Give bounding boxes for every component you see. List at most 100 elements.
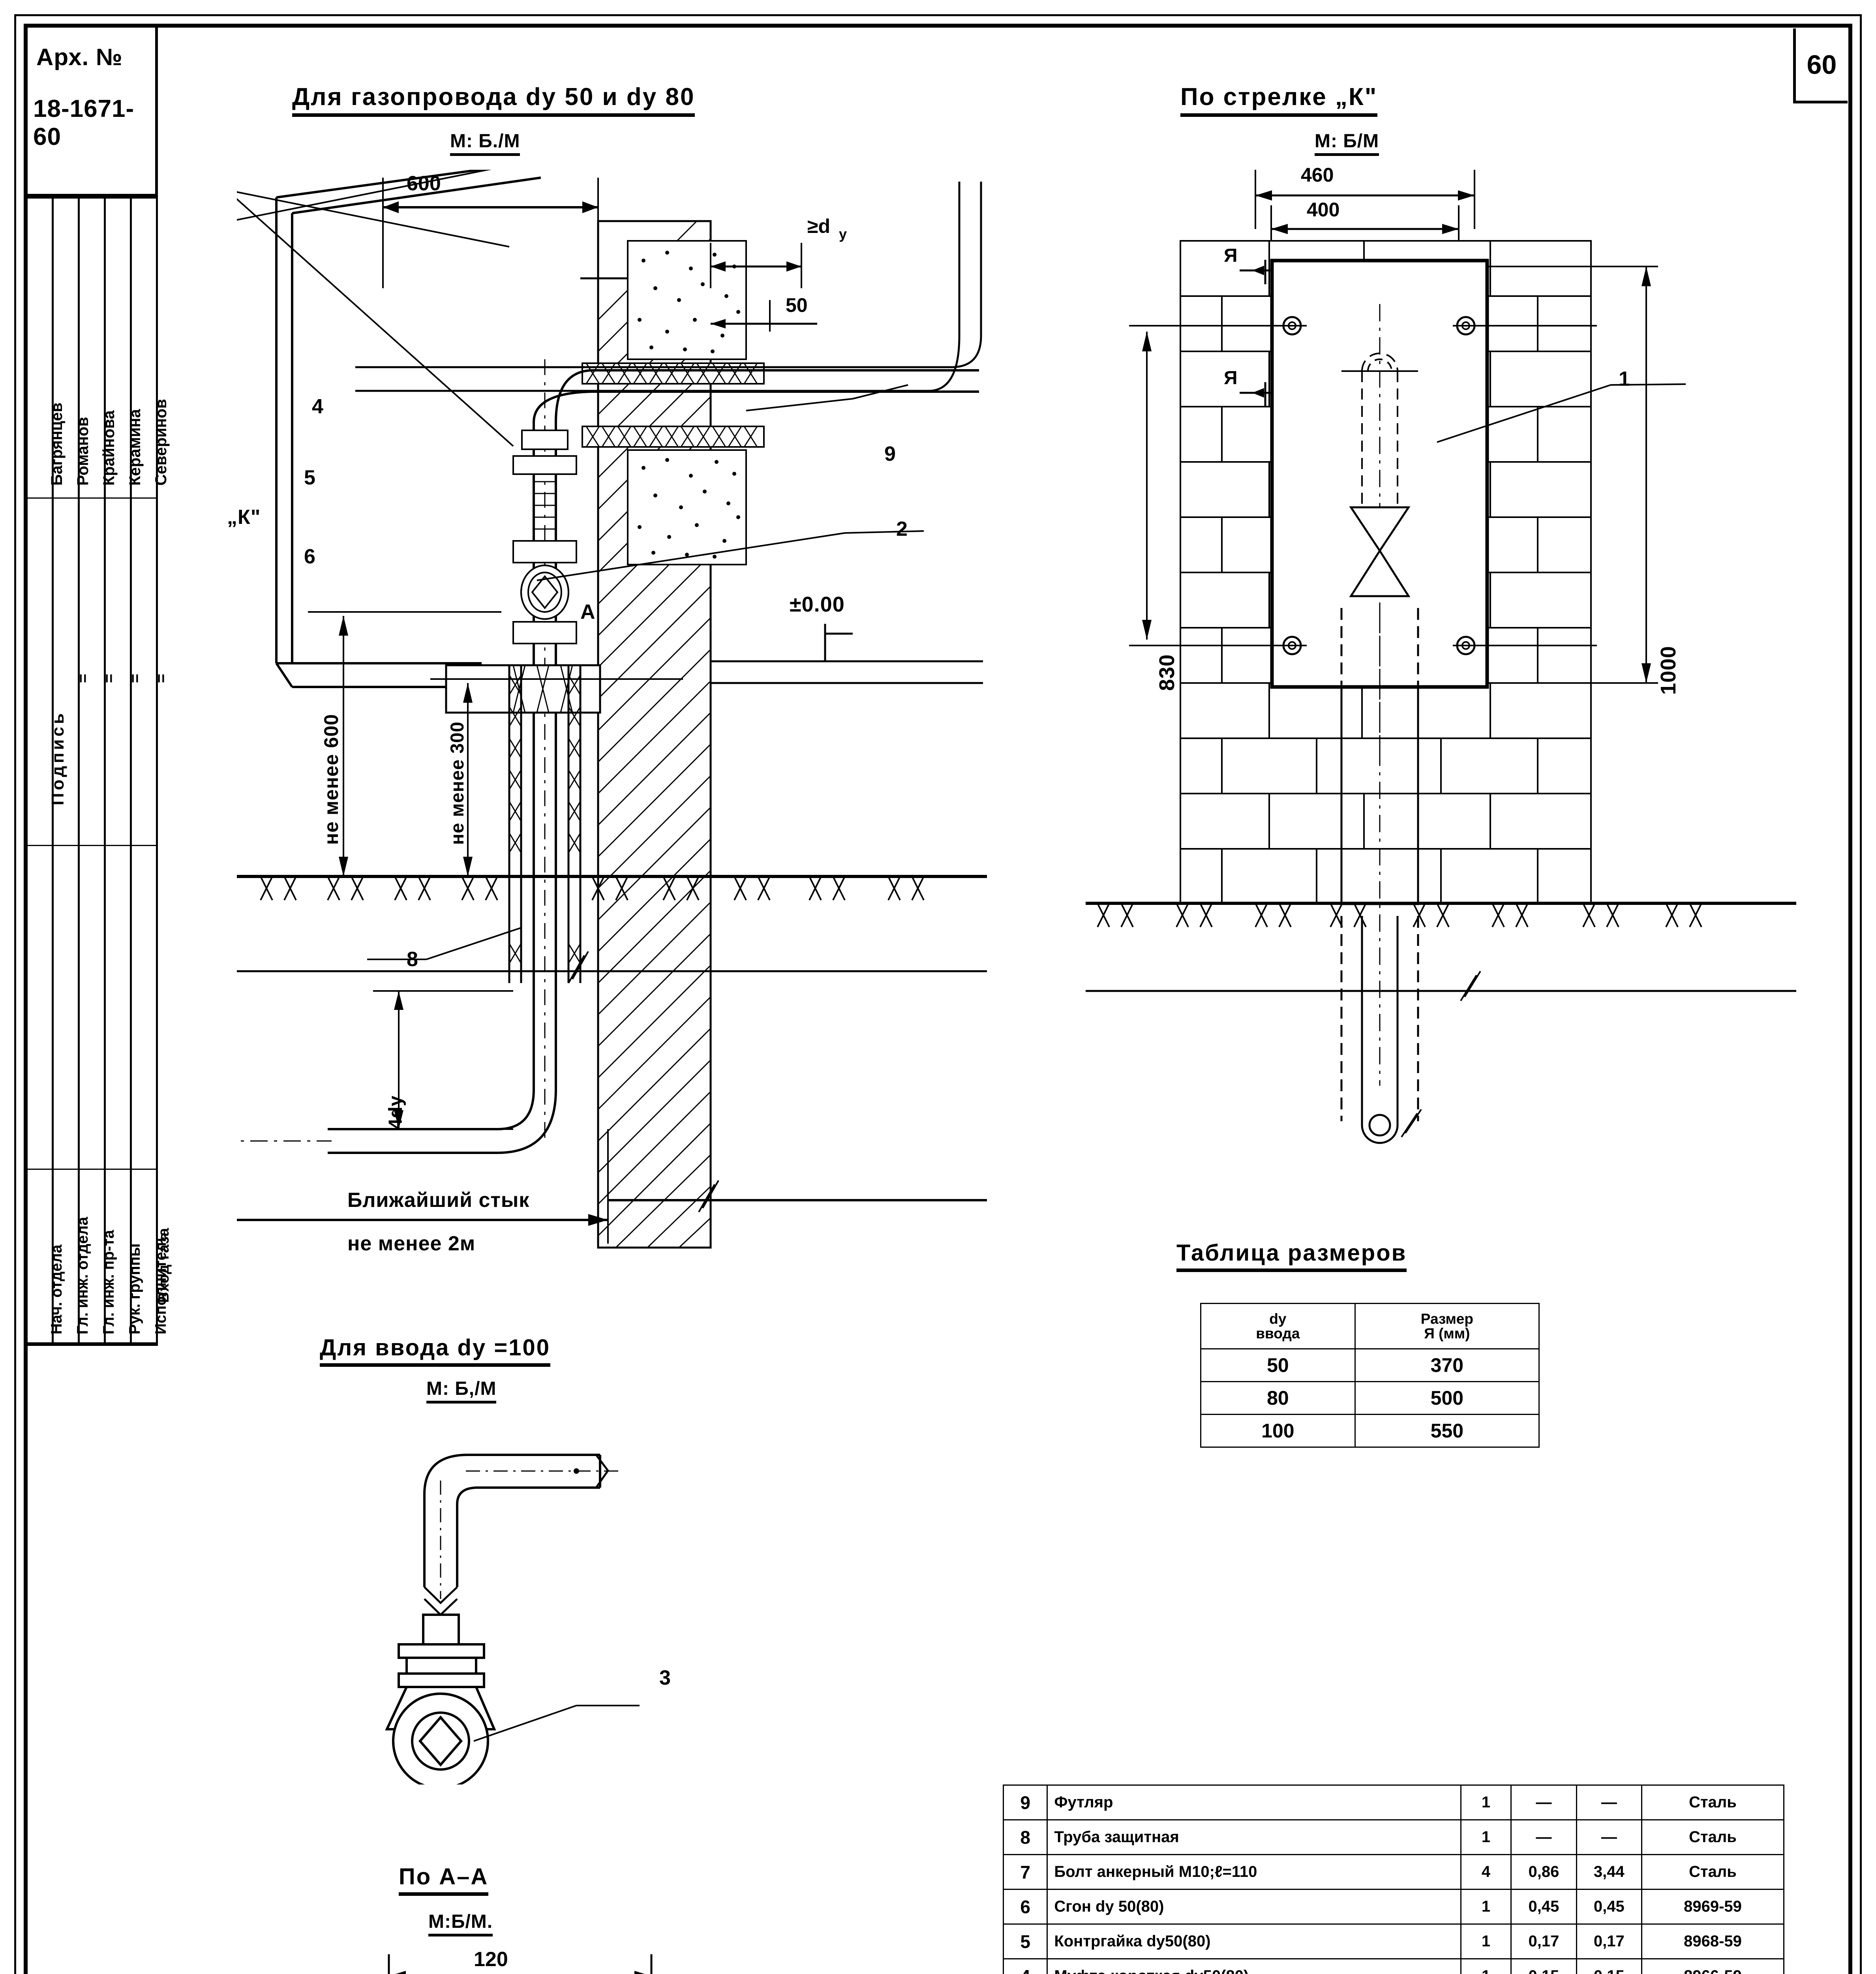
spec-num: 4 (1002, 1958, 1048, 1974)
ya-value: 500 (1354, 1381, 1540, 1415)
spec-ed: — (1510, 1784, 1577, 1820)
view1-title: Для газопровода dy 50 и dy 80 (292, 83, 695, 117)
dim-ne-menee-600: не менее 600 (320, 714, 342, 845)
spec-num: 5 (1002, 1923, 1048, 1959)
podpis-mark-1: = (74, 674, 92, 683)
ya-value: 550 (1354, 1414, 1540, 1448)
spec-gost: Сталь (1641, 1819, 1784, 1855)
table-row: 5 Контргайка dy50(80) 1 0,17 0,17 8968-5… (1002, 1923, 1784, 1959)
signer-name-3: Керамина (126, 409, 144, 486)
table-row: 50 370 (1200, 1348, 1540, 1382)
spec-ed: 0,15 (1510, 1958, 1577, 1974)
sheet-frame-outer (14, 14, 1862, 1974)
ya-value: 370 (1354, 1348, 1540, 1382)
dim-1000: 1000 (1657, 645, 1680, 695)
callout-9: 9 (884, 443, 896, 465)
signer-role-1: Гл. инж. отдела (74, 1217, 91, 1334)
view2-drawing: 460 400 (1086, 166, 1796, 1184)
spec-name: Болт анкерный М10;ℓ=110 (1047, 1854, 1461, 1890)
callout-6: 6 (304, 545, 316, 568)
table-row: 4 Муфта короткая dy50(80) 1 0,15 0,15 89… (1002, 1958, 1784, 1974)
sheet-number: 60 (1807, 49, 1837, 80)
spec-num: 6 (1002, 1889, 1048, 1925)
spec-ob: 0,15 (1576, 1958, 1643, 1974)
table-row: 8 Труба защитная 1 — — Сталь (1002, 1819, 1784, 1855)
callout-2: 2 (896, 518, 908, 540)
spec-ed: 0,86 (1510, 1854, 1577, 1890)
spec-num: 8 (1002, 1819, 1048, 1855)
nearest-joint-value: не менее 2м (347, 1232, 476, 1255)
spec-ed: — (1510, 1819, 1577, 1855)
view3-scale: М: Б,/М (426, 1378, 497, 1404)
spec-name: Футляр (1047, 1784, 1461, 1820)
spec-kol: 1 (1460, 1958, 1512, 1974)
table-row: 100 550 (1200, 1414, 1540, 1448)
signer-name-2: Крайнова (100, 410, 118, 486)
svg-text:≥d: ≥d (807, 215, 830, 237)
spec-num: 9 (1002, 1784, 1048, 1820)
dy-value: 100 (1200, 1414, 1356, 1448)
callout-4: 4 (312, 395, 324, 418)
arch-number: 18-1671-60 (33, 95, 135, 150)
podpis-label: Подпись (48, 711, 68, 805)
arch-number-box: Арх. № 18-1671-60 (28, 28, 158, 197)
col-razmer-ya-l1: Размер (1420, 1311, 1473, 1327)
sheet-frame-inner (24, 24, 1852, 1974)
signer-name-1: Романов (74, 417, 92, 486)
dim-ne-menee-300: не менее 300 (446, 721, 467, 845)
spec-gost: 8966-59 (1641, 1958, 1784, 1974)
spec-ed: 0,17 (1510, 1923, 1577, 1959)
view2-title: По стрелке „К" (1180, 83, 1378, 117)
spec-kol: 1 (1460, 1819, 1512, 1855)
col-razmer-ya: Размер Я (мм) (1354, 1303, 1540, 1349)
signer-name-4: Северинов (152, 399, 170, 486)
callout-3: 3 (659, 1666, 671, 1689)
podpis-mark-2: = (100, 674, 118, 683)
svg-text:460: 460 (1301, 166, 1334, 186)
spec-name: Сгон dy 50(80) (1047, 1889, 1461, 1925)
section-mark-ya-2: Я (1224, 368, 1238, 388)
spec-kol: 1 (1460, 1923, 1512, 1959)
spec-ob: 0,17 (1576, 1923, 1643, 1959)
signer-name-0: Багрянцев (48, 402, 66, 486)
svg-text:y: y (839, 226, 847, 242)
dy-value: 50 (1200, 1348, 1356, 1382)
col-dy-vvoda: dy ввода (1200, 1303, 1356, 1349)
table-row: 6 Сгон dy 50(80) 1 0,45 0,45 8969-59 (1002, 1889, 1784, 1925)
spec-name: Муфта короткая dy50(80) (1047, 1958, 1461, 1974)
table-row: 9 Футляр 1 — — Сталь (1002, 1784, 1784, 1820)
view4-title: По А–А (399, 1863, 489, 1896)
spec-ob: 3,44 (1576, 1854, 1643, 1890)
section-mark-ya-1: Я (1224, 245, 1238, 266)
table-row: 80 500 (1200, 1381, 1540, 1415)
arch-label: Арх. № (36, 44, 123, 70)
spec-ob: 0,45 (1576, 1889, 1643, 1925)
gas-entry-rule (156, 1137, 158, 1307)
spec-gost: 8969-59 (1641, 1889, 1784, 1925)
view3-title: Для ввода dy =100 (320, 1334, 550, 1367)
signer-role-3: Рук. группы (126, 1243, 143, 1334)
callout-1: 1 (1619, 368, 1630, 390)
view3-drawing (355, 1429, 790, 1784)
svg-text:120: 120 (474, 1950, 508, 1971)
view1-drawing: 600 (237, 170, 987, 1334)
table-row: 7 Болт анкерный М10;ℓ=110 4 0,86 3,44 Ст… (1002, 1854, 1784, 1890)
specification-table: 9 Футляр 1 — — Сталь 8 Труба защитная 1 … (1002, 1784, 1784, 1974)
dim-table-title: Таблица размеров (1176, 1240, 1407, 1272)
dim-830: 830 (1155, 654, 1179, 691)
view1-scale: М: Б./М (450, 130, 520, 156)
spec-kol: 4 (1460, 1854, 1512, 1890)
spec-ob: — (1576, 1784, 1643, 1820)
view4-drawing: 120 (308, 1950, 821, 1974)
table-header-row: dy ввода Размер Я (мм) (1200, 1303, 1540, 1349)
callout-5: 5 (304, 466, 316, 489)
col-razmer-ya-l2: Я (мм) (1424, 1325, 1470, 1342)
sheet-number-box: 60 (1793, 28, 1848, 103)
col-dy-vvoda-l2: ввода (1256, 1325, 1300, 1342)
gas-entry-label: Вход газа (156, 1227, 172, 1303)
dimension-table: dy ввода Размер Я (мм) 50 370 80 500 100… (1200, 1303, 1540, 1448)
signature-grid: Багрянцев Романов Крайнова Керамина Севе… (28, 197, 170, 1346)
podpis-mark-4: = (152, 674, 170, 683)
signer-role-0: Нач. отдела (48, 1244, 65, 1334)
